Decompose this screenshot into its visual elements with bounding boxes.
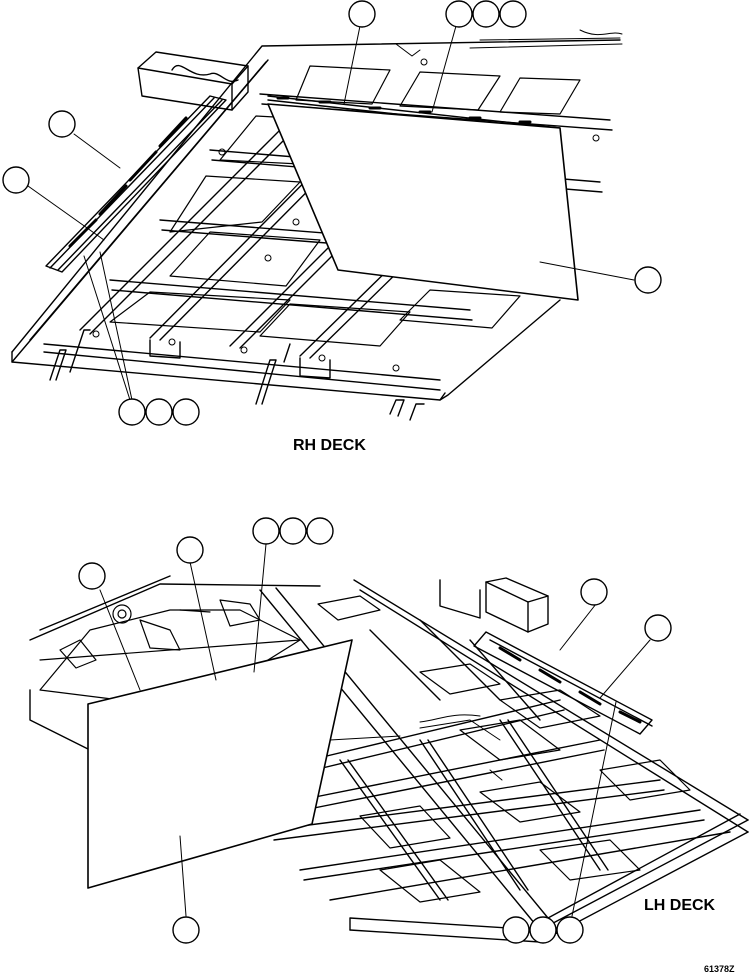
- rh-callout-balloon-5: [48, 110, 76, 138]
- lh-callout-balloon-6: [580, 578, 608, 606]
- lh-callout-balloon-2: [279, 517, 307, 545]
- rh-callout-balloon-1: [348, 0, 376, 28]
- lh-deck-caption: LH DECK: [644, 897, 716, 914]
- rh-cover-panel: [267, 103, 579, 301]
- lh-junction-box: [439, 577, 549, 633]
- rh-junction-box: [137, 51, 249, 111]
- lh-callout-balloon-11: [556, 916, 584, 944]
- rh-leader-lines: [27, 25, 635, 401]
- lh-side-rail: [473, 631, 653, 735]
- rh-callout-balloon-7: [634, 266, 662, 294]
- rh-callout-balloon-6: [2, 166, 30, 194]
- lh-callout-balloon-1: [252, 517, 280, 545]
- lh-callout-balloon-9: [502, 916, 530, 944]
- rh-callouts: [2, 0, 662, 426]
- lh-wiring: [329, 714, 503, 781]
- rh-deck-frame: [11, 39, 621, 401]
- lh-callout-balloon-7: [644, 614, 672, 642]
- rh-callout-balloon-3: [472, 0, 500, 28]
- figure-number: 61378Z: [704, 964, 735, 974]
- rh-callout-balloon-2: [445, 0, 473, 28]
- lh-deck-floor-pads: [317, 595, 691, 903]
- rh-callout-balloon-4: [499, 0, 527, 28]
- rh-deck-bolts: [92, 58, 600, 372]
- lh-callout-balloon-8: [172, 916, 200, 944]
- rh-callout-balloon-9: [145, 398, 173, 426]
- lh-deck-assembly: [29, 517, 749, 944]
- lh-callout-balloon-5: [78, 562, 106, 590]
- rh-callout-balloon-10: [172, 398, 200, 426]
- rh-callout-balloon-8: [118, 398, 146, 426]
- rh-deck-assembly: [2, 0, 662, 426]
- lh-callout-balloon-3: [306, 517, 334, 545]
- lh-deck-cross-channels: [269, 699, 731, 901]
- lh-leader-lines: [99, 543, 651, 917]
- lh-callout-balloon-10: [529, 916, 557, 944]
- rh-wiring: [395, 29, 623, 57]
- rh-side-rail: [45, 95, 227, 273]
- rh-deck-caption: RH DECK: [293, 437, 366, 454]
- lh-callout-balloon-4: [176, 536, 204, 564]
- lh-cover-panel: [87, 639, 353, 889]
- lh-callouts: [78, 517, 672, 944]
- rh-deck-hangers: [49, 329, 425, 421]
